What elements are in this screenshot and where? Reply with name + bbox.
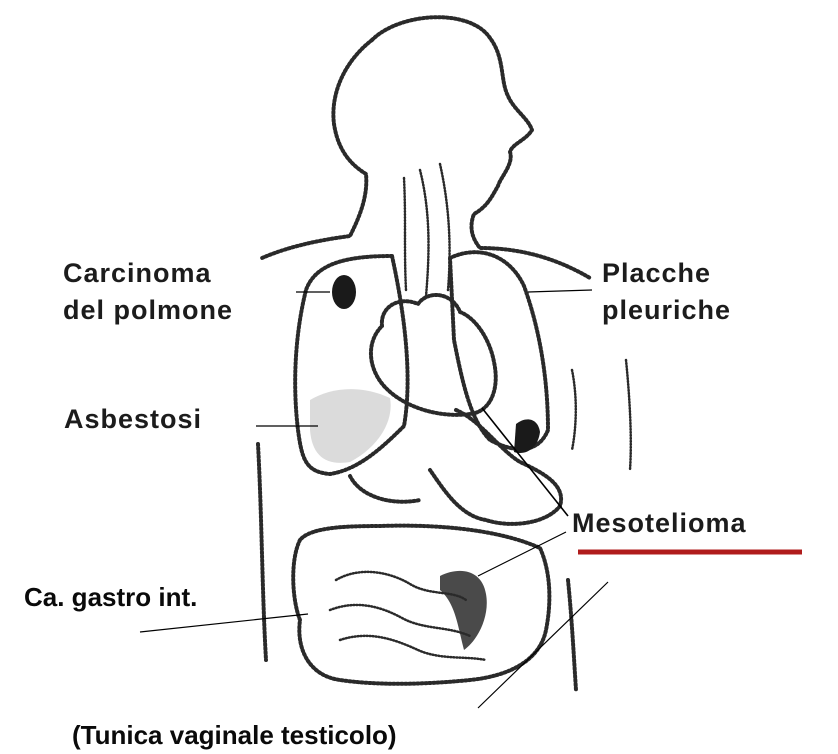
small-intestine-dark	[440, 571, 487, 650]
label-carcinoma-line2: del polmone	[63, 295, 233, 325]
label-placche-line1: Placche	[602, 258, 711, 288]
torso-right-outline	[568, 580, 576, 690]
torso-left-outline	[258, 444, 266, 660]
placche-pointer	[528, 290, 592, 292]
trachea-outline	[404, 178, 406, 290]
label-tunica: (Tunica vaginale testicolo)	[72, 720, 397, 750]
back-head-outline	[262, 40, 372, 258]
oesophagus-outline	[440, 164, 450, 290]
label-ca-gastro: Ca. gastro int.	[24, 582, 197, 612]
lung-tumour	[332, 275, 356, 309]
diaphragm-outline	[350, 476, 420, 502]
label-placche-line2: pleuriche	[602, 295, 731, 325]
torso-right-upper-outline-2	[572, 370, 576, 450]
ca-gastro-pointer	[140, 614, 308, 632]
label-mesotelioma: Mesotelioma	[572, 508, 747, 538]
heart-outline	[371, 295, 496, 415]
right-lung-outline	[450, 252, 548, 449]
stomach-outline	[430, 410, 561, 524]
label-asbestosi: Asbestosi	[64, 404, 202, 434]
large-intestine-outline	[293, 526, 549, 684]
mesotelioma-pointer-lower	[478, 532, 566, 576]
trachea-outline-2	[420, 170, 428, 296]
tunica-pointer	[478, 582, 608, 708]
pleural-plaque	[514, 419, 540, 453]
label-carcinoma-line1: Carcinoma	[63, 258, 212, 288]
torso-right-upper-outline	[626, 360, 631, 470]
